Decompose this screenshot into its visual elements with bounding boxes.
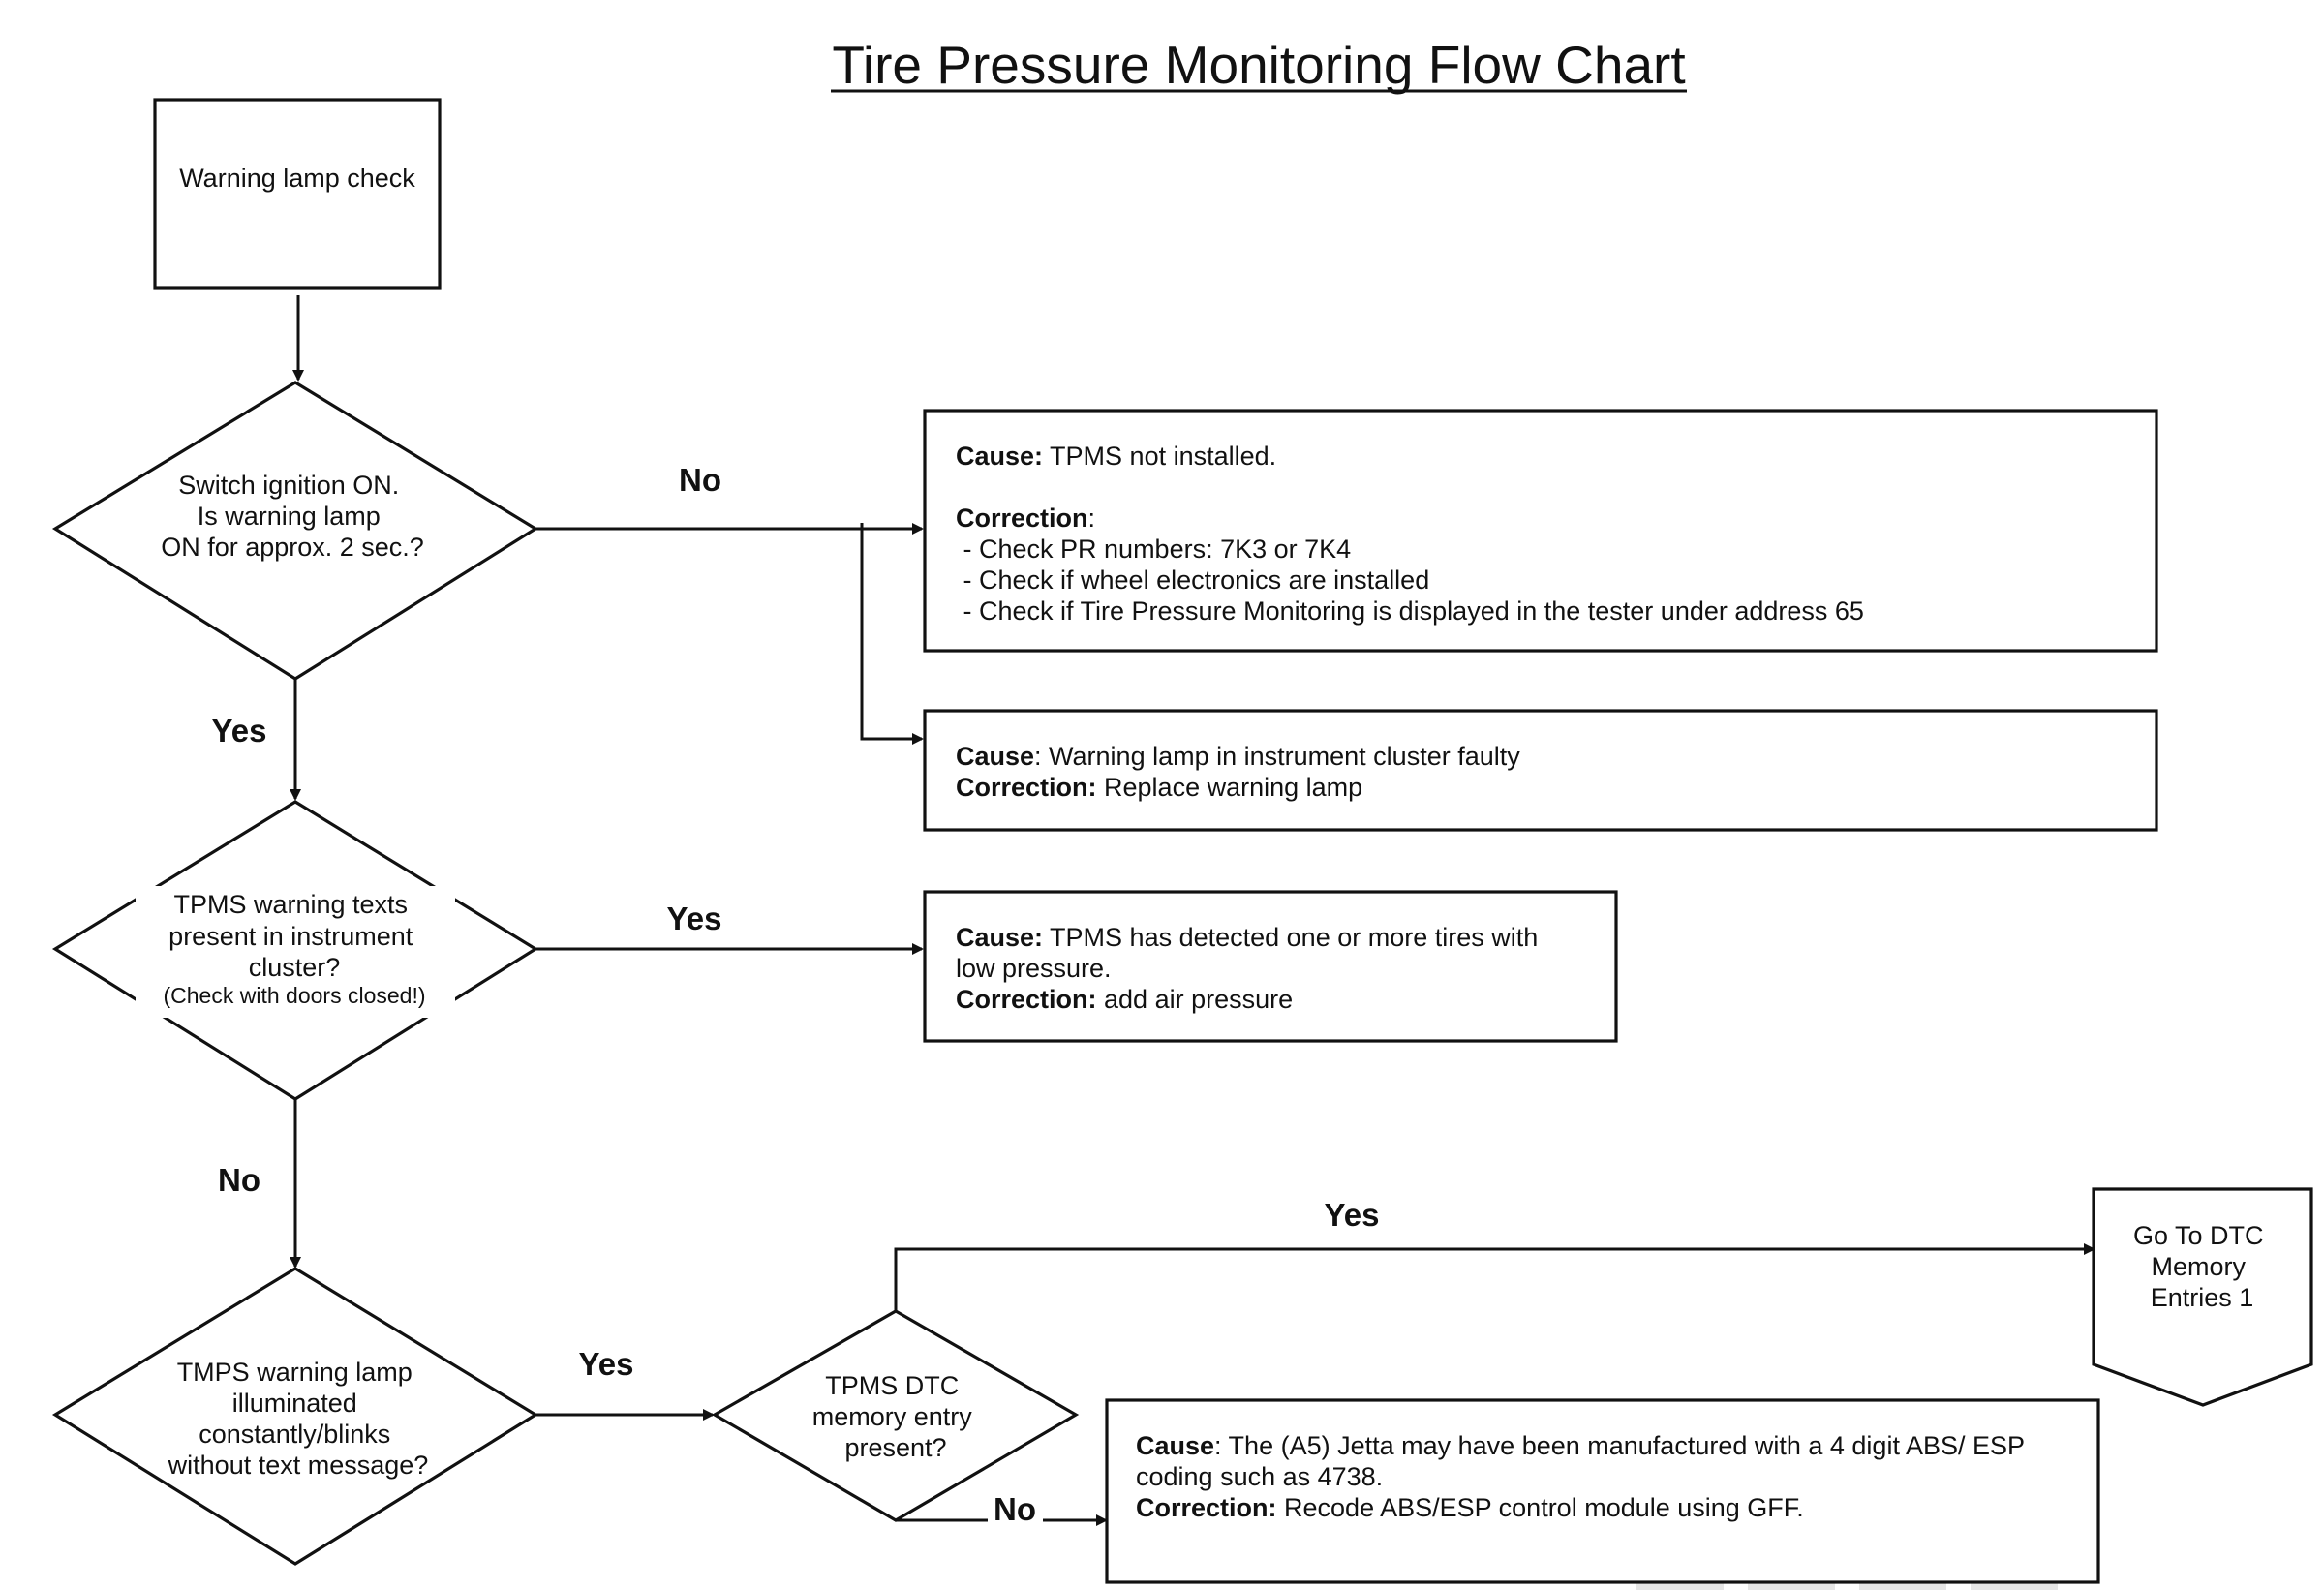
edge-label-d4-no: No [994, 1491, 1036, 1527]
box1-cause: Cause: TPMS not installed. [956, 442, 1276, 471]
start-box [153, 98, 442, 290]
goto-dtc-connector-label: Go To DTC Memory Entries 1 [2133, 1221, 2271, 1312]
box4-correction: Correction: Recode ABS/ESP control modul… [1136, 1493, 1804, 1522]
box2-correction: Correction: Replace warning lamp [956, 773, 1362, 802]
decision-warning-texts-label-bg [136, 886, 455, 1018]
edge-d1-no-to-box2 [860, 523, 924, 745]
decision-dtc-memory-entry [711, 1309, 1080, 1522]
result-box-abs-esp-coding [1105, 1398, 2100, 1584]
box1-item-pr-numbers: - Check PR numbers: 7K3 or 7K4 [956, 535, 1351, 564]
chart-title: Tire Pressure Monitoring Flow Chart [832, 35, 1685, 95]
box3-correction: Correction: add air pressure [956, 985, 1293, 1014]
edge-label-d1-no: No [679, 462, 721, 498]
decision-warning-texts-label: TPMS warning texts present in instrument… [168, 890, 420, 982]
box4-cause-cont: coding such as 4738. [1136, 1462, 1383, 1491]
box4-cause: Cause: The (A5) Jetta may have been manu… [1136, 1431, 2025, 1460]
box3-cause-cont: low pressure. [956, 954, 1112, 983]
decision-lamp-illuminated [51, 1267, 539, 1566]
goto-dtc-connector [2092, 1187, 2313, 1407]
box3-cause: Cause: TPMS has detected one or more tir… [956, 923, 1538, 952]
edge-label-d2-yes: Yes [667, 901, 722, 936]
edge-label-d2-no: No [218, 1162, 260, 1198]
edge-label-d4-yes: Yes [1325, 1197, 1380, 1233]
result-box-warning-lamp-faulty [923, 709, 2158, 832]
decision-warning-texts-note: (Check with doors closed!) [164, 983, 426, 1008]
box1-correction: Correction: [956, 504, 1095, 533]
edge-d4-yes-to-goto [894, 1243, 2095, 1311]
result-box-low-pressure [923, 890, 1618, 1043]
edge-label-d3-yes: Yes [579, 1346, 634, 1382]
box1-item-wheel-electronics: - Check if wheel electronics are install… [956, 566, 1429, 595]
decision-dtc-memory-entry-label: TPMS DTC memory entry present? [812, 1371, 980, 1462]
result-box-tpms-not-installed [923, 409, 2158, 653]
decision-warning-lamp-on [51, 381, 539, 681]
box1-item-tester-address: - Check if Tire Pressure Monitoring is d… [956, 596, 1864, 626]
decision-lamp-illuminated-label: TMPS warning lamp illuminated constantly… [168, 1358, 429, 1480]
box2-cause: Cause: Warning lamp in instrument cluste… [956, 742, 1520, 771]
edge-label-d1-yes: Yes [212, 713, 267, 749]
decision-warning-lamp-on-label: Switch ignition ON. Is warning lamp ON f… [161, 471, 424, 562]
start-box-label: Warning lamp check [179, 164, 415, 193]
